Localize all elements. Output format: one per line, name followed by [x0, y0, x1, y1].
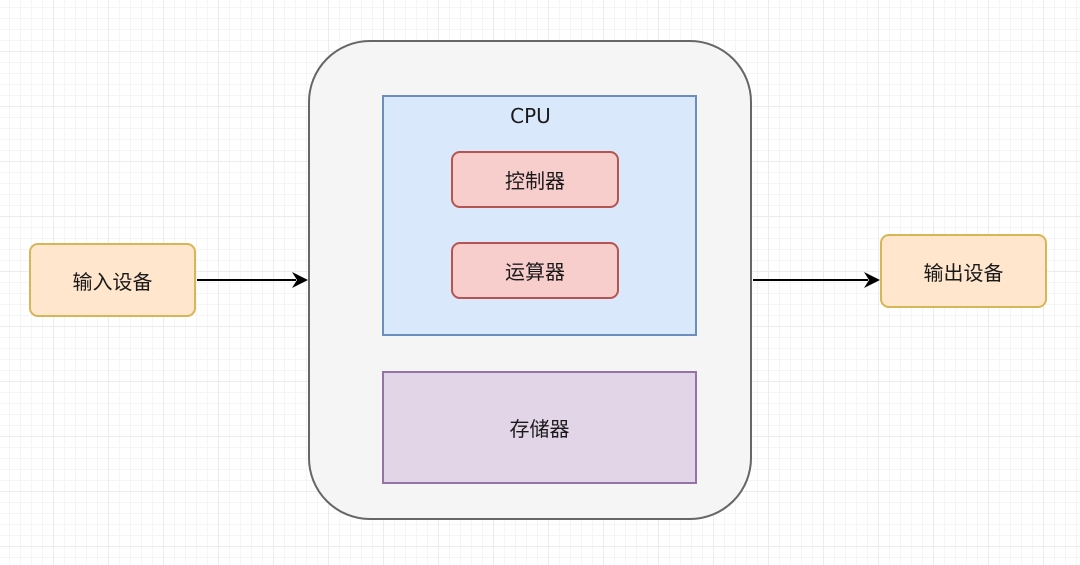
controller-label: 控制器	[505, 169, 565, 193]
cpu-title: CPU	[510, 104, 551, 128]
input-device-box: 输入设备	[29, 243, 196, 317]
alu-label: 运算器	[505, 260, 565, 284]
input-to-computer-arrow	[197, 272, 308, 288]
computer-to-output-arrow	[753, 272, 880, 288]
output-device-label: 输出设备	[923, 260, 1004, 285]
memory-box: 存储器	[382, 371, 697, 484]
memory-label: 存储器	[509, 417, 570, 441]
output-device-box: 输出设备	[880, 234, 1047, 308]
controller-box: 控制器	[451, 151, 619, 208]
alu-box: 运算器	[451, 242, 619, 299]
input-device-label: 输入设备	[72, 269, 153, 294]
